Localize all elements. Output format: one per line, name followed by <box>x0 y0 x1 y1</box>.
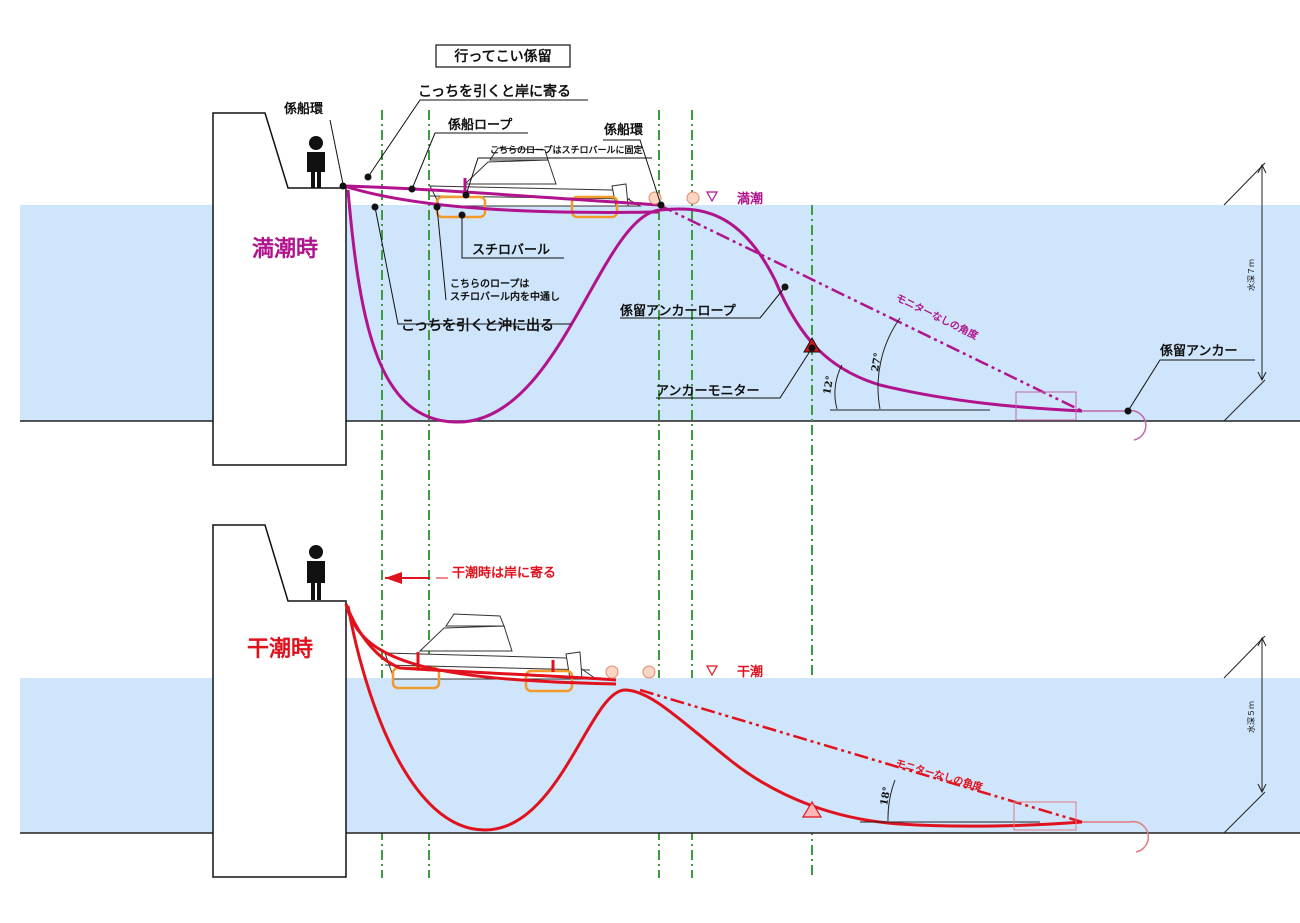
low-tide-depth-label: 水深５ｍ <box>1246 701 1256 733</box>
high-tide-quay <box>212 112 347 466</box>
title-box <box>435 44 571 68</box>
low-tide-person-icon <box>307 545 325 600</box>
label-mooring-rope: 係船ロープ <box>448 117 513 133</box>
low-tide-water-level-icon <box>705 665 719 677</box>
label-anchor-monitor: アンカーモニター <box>656 384 759 399</box>
diagram-title: 行ってこい係留 <box>453 48 551 65</box>
label-pull-to-sea: こっちを引くと沖に出る <box>401 317 554 334</box>
label-anchor-rope: 係留アンカーロープ <box>620 303 737 319</box>
high-tide-leaders <box>329 99 1255 412</box>
low-tide-no-monitor-line <box>639 688 1083 824</box>
label-mooring-ring-right: 係船環 <box>604 122 644 138</box>
low-tide-water-level-label: 干潮 <box>737 664 763 680</box>
label-styrofoam: スチロバール <box>472 243 550 258</box>
label-rope-fixed-note: こちらのロープはスチロバールに固定 <box>490 144 643 156</box>
low-tide-depth-marker <box>1223 635 1267 834</box>
high-tide-depth-marker <box>1223 162 1267 422</box>
low-tide-quay <box>212 524 347 878</box>
low-tide-shore-arrow <box>385 572 430 584</box>
high-tide-depth-label: 水深７ｍ <box>1246 259 1256 291</box>
label-anchor: 係留アンカー <box>1160 343 1237 359</box>
low-tide-shore-note: 干潮時は岸に寄る <box>452 565 556 581</box>
label-pull-to-shore: こっちを引くと岸に寄る <box>418 83 571 100</box>
high-tide-state-label: 満潮時 <box>252 236 318 262</box>
low-tide-anchor-icon <box>1082 820 1149 853</box>
angle-27-label: 27° <box>870 352 884 373</box>
angle-arc-18 <box>887 779 896 822</box>
low-tide-buoy-2 <box>642 665 656 679</box>
angle-12-label: 12° <box>822 375 836 396</box>
low-tide-anchor-zone <box>1013 801 1077 831</box>
low-tide-state-label: 干潮時 <box>247 636 313 662</box>
high-tide-buoy-2 <box>686 191 700 205</box>
label-rope-through-note-2: スチロバール内を中通し <box>450 290 560 303</box>
high-tide-person-icon <box>307 136 325 188</box>
high-tide-water-level-icon <box>705 191 719 203</box>
low-tide-monitor-icon <box>801 800 823 818</box>
low-tide-ropes <box>344 603 1083 832</box>
label-rope-through-note-1: こちらのロープは <box>450 277 529 290</box>
angle-arc-27 <box>877 317 901 410</box>
label-mooring-ring-left: 係船環 <box>284 101 324 117</box>
angle-arc-12 <box>834 364 843 410</box>
high-tide-water-level-label: 満潮 <box>737 191 763 207</box>
low-tide-buoy-1 <box>605 665 619 679</box>
low-tide-water <box>20 678 1300 833</box>
high-tide-ropes <box>343 178 1083 424</box>
high-tide-no-monitor-line <box>658 203 1083 413</box>
angle-18-label: 18° <box>879 786 893 807</box>
high-tide-float-right <box>570 195 619 219</box>
high-tide-dots <box>339 173 1132 415</box>
high-tide-anchor-zone <box>1015 391 1077 421</box>
